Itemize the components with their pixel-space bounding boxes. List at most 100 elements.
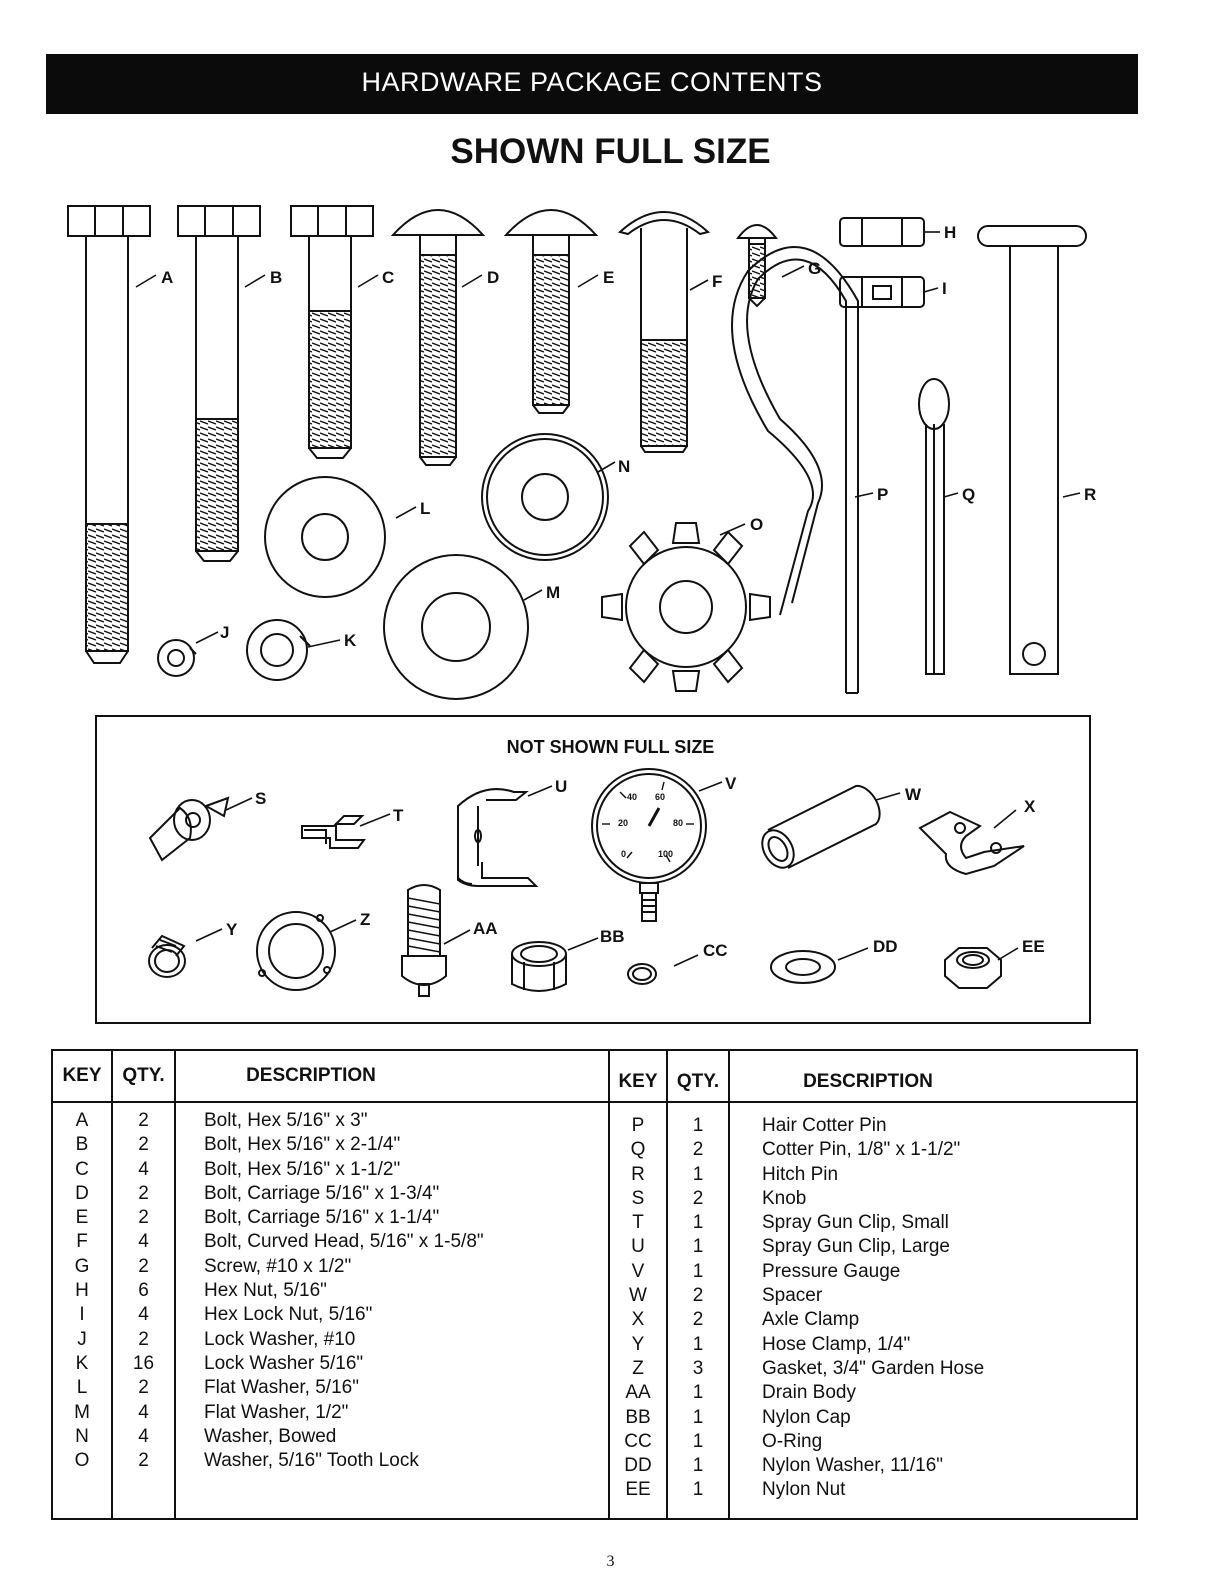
table-key-cell: X [631,1309,645,1331]
not-full-size-hardware-illustration: S T U V W X Y Z AA BB CC DD EE 20 40 60 … [148,768,1045,997]
spacer-w-drawing [761,784,881,869]
table-key-cell: J [77,1328,87,1350]
table-qty-cell: 1 [692,1479,704,1501]
table-description-cell: Screw, #10 x 1/2" [204,1255,352,1277]
header-description-right: DESCRIPTION [803,1071,933,1092]
table-qty-cell: 1 [692,1430,704,1452]
callout-z: Z [360,910,370,929]
table-key-cell: AA [625,1382,651,1404]
header-qty-left: QTY. [122,1065,165,1086]
bolt-a-drawing [67,205,151,664]
table-qty-cell: 2 [692,1309,704,1331]
full-size-hardware-illustration: A B C D E F G H I J K L M N O P Q R [67,205,1096,700]
table-key-cell: BB [625,1406,651,1428]
table-description-cell: Bolt, Hex 5/16" x 3" [204,1110,368,1131]
hitch-pin-r-drawing [977,225,1087,675]
header-description-left: DESCRIPTION [246,1065,376,1086]
gauge-tick-0: 0 [621,849,626,859]
table-qty-cell: 2 [138,1110,149,1131]
table-key-cell: P [631,1115,645,1136]
table-qty-cell: 6 [138,1280,149,1302]
table-key-cell: M [74,1401,90,1423]
table-key-cell: Z [632,1357,644,1379]
table-description-cell: Lock Washer, #10 [204,1328,356,1350]
o-ring-cc-drawing [627,963,657,985]
table-description-cell: Spray Gun Clip, Small [762,1212,949,1234]
flat-washer-m-drawing [383,554,529,700]
gauge-tick-40: 40 [627,792,637,802]
table-qty-cell: 2 [138,1450,149,1472]
table-qty-cell: 1 [692,1115,704,1136]
nylon-cap-bb-drawing [511,941,567,992]
callout-o: O [750,515,763,534]
gauge-tick-100: 100 [658,849,673,859]
lock-washer-j-drawing [157,639,197,677]
table-header-rule [53,1101,1136,1103]
table-qty-cell: 1 [692,1212,704,1234]
table-key-cell: V [631,1260,645,1282]
table-key-cell: R [631,1163,645,1185]
table-qty-cell: 2 [138,1134,149,1156]
drain-body-aa-drawing [401,884,447,997]
callout-dd: DD [873,937,898,956]
callout-i: I [942,279,947,298]
table-qty-cell: 2 [138,1255,149,1277]
callout-aa: AA [473,919,498,938]
callout-x: X [1024,797,1036,816]
table-description-cell: Spacer [762,1285,823,1307]
table-description-cell: Knob [762,1187,807,1209]
table-qty-cell: 3 [692,1357,704,1379]
header-qty-right: QTY. [676,1071,720,1092]
callout-s: S [255,789,266,808]
table-key-cell: I [79,1304,85,1326]
table-qty-cell: 4 [138,1425,149,1447]
table-description-cell: Hex Lock Nut, 5/16" [204,1304,373,1326]
table-key-cell: S [631,1187,645,1209]
table-qty-cell: 2 [138,1377,149,1399]
callout-q: Q [962,485,975,504]
callout-l: L [420,499,430,518]
parts-table: KEY QTY. DESCRIPTION KEY QTY. DESCRIPTIO… [51,1049,1138,1520]
table-qty-cell: 2 [138,1182,149,1204]
callout-ee: EE [1022,937,1045,956]
table-description-cell: Hitch Pin [762,1163,839,1185]
lock-washer-k-drawing [246,619,311,681]
nylon-nut-ee-drawing [944,947,1002,989]
callout-leaders-not-full-size [195,781,1019,967]
table-qty-cell: 1 [692,1236,704,1258]
callout-j: J [220,623,229,642]
callout-e: E [603,268,614,287]
table-qty-cell: 16 [132,1352,155,1374]
table-description-cell: Pressure Gauge [762,1260,901,1282]
table-qty-cell: 4 [138,1304,149,1326]
hose-clamp-y-drawing [148,934,186,978]
callout-b: B [270,268,282,287]
table-description-cell: Axle Clamp [762,1309,860,1331]
table-description-cell: Nylon Washer, 11/16" [762,1455,944,1477]
callout-f: F [712,272,722,291]
table-description-cell: Washer, Bowed [204,1425,337,1447]
table-key-cell: L [76,1377,88,1399]
spray-gun-clip-large-u-drawing [457,788,539,887]
table-description-cell: Cotter Pin, 1/8" x 1-1/2" [762,1139,961,1161]
table-qty-cell: 1 [692,1333,704,1355]
cotter-pin-q-drawing [918,378,950,675]
callout-h: H [944,223,956,242]
left-description-column: Bolt, Hex 5/16" x 3" Bolt, Hex 5/16" x 2-… [204,1109,604,1473]
table-description-cell: Bolt, Hex 5/16" x 2-1/4" [204,1134,401,1156]
table-description-cell: Gasket, 3/4" Garden Hose [762,1357,985,1379]
table-qty-cell: 2 [692,1285,704,1307]
table-key-cell: H [75,1280,89,1302]
table-description-cell: Nylon Cap [762,1406,851,1428]
table-qty-cell: 4 [138,1231,149,1253]
callout-y: Y [226,920,238,939]
table-description-cell: Bolt, Curved Head, 5/16" x 1-5/8" [204,1231,484,1253]
section-title-full-size: SHOWN FULL SIZE [450,132,771,171]
gauge-tick-80: 80 [673,818,683,828]
table-description-cell: Flat Washer, 1/2" [204,1401,349,1423]
table-qty-cell: 2 [138,1328,149,1350]
table-key-cell: Q [630,1139,646,1161]
